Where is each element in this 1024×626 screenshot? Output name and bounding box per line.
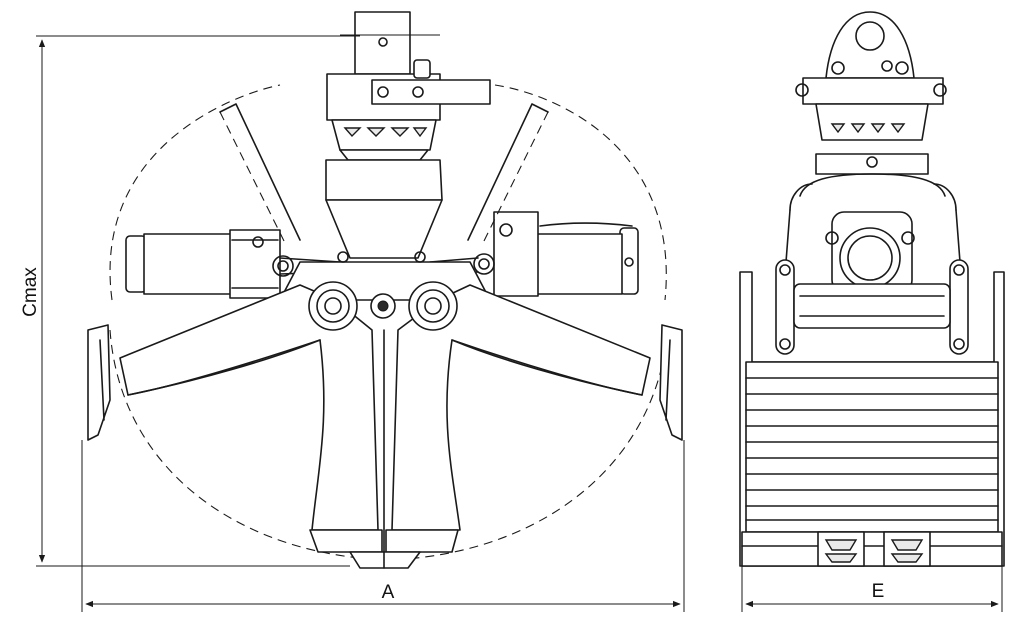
rotator-top-mount xyxy=(326,11,491,121)
a-label: A xyxy=(382,582,395,603)
open-shell-arms xyxy=(219,103,549,246)
dimension-cmax: Cmax xyxy=(20,35,360,567)
front-view xyxy=(87,11,683,569)
bucket-ribs xyxy=(745,377,999,521)
dimension-a: A xyxy=(81,440,685,612)
side-top-lug xyxy=(795,11,947,105)
right-shell xyxy=(391,284,683,531)
side-pins xyxy=(775,259,969,355)
cmax-label: Cmax xyxy=(20,267,41,317)
right-hydraulic-cylinder xyxy=(429,211,639,297)
side-rotator xyxy=(815,103,929,175)
pivot-pins xyxy=(308,281,458,331)
side-view xyxy=(739,11,1005,567)
dimension-e: E xyxy=(741,566,1003,612)
cutting-edges xyxy=(309,329,459,569)
left-hydraulic-cylinder xyxy=(125,229,341,299)
e-label: E xyxy=(872,581,885,602)
left-shell xyxy=(87,284,379,531)
side-frame xyxy=(785,173,961,263)
side-bucket xyxy=(739,271,1005,567)
rotator-body xyxy=(325,119,443,259)
